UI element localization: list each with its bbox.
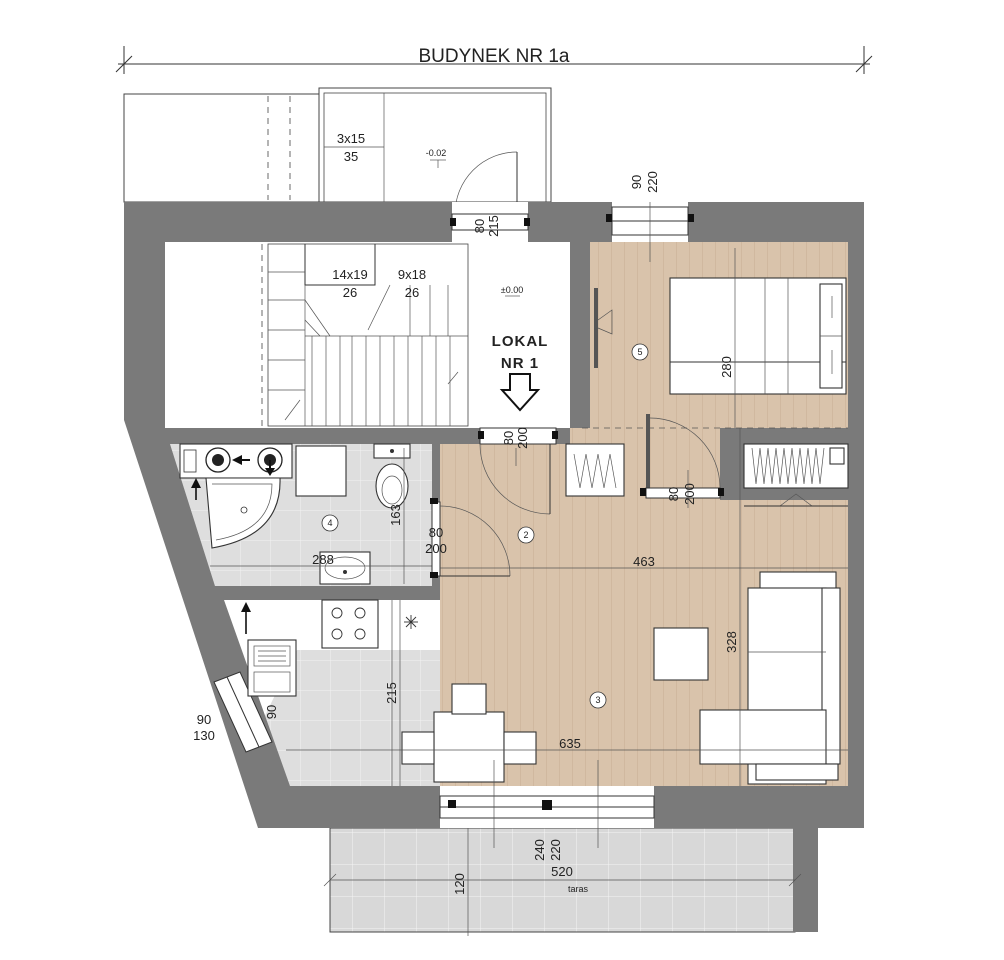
unit-door-height: 200 — [515, 427, 530, 449]
stair-treads — [268, 271, 459, 426]
building-dimension-line: BUDYNEK NR 1a — [115, 46, 873, 74]
entry-arrow-icon — [499, 373, 541, 412]
terrace-label: taras — [568, 884, 589, 894]
kitchen-window-width: 90 — [197, 712, 211, 727]
bedroom: 5 280 80 200 — [565, 248, 849, 508]
hall: 2 463 — [440, 448, 848, 569]
building-title: BUDYNEK NR 1a — [419, 46, 570, 67]
terrace-dims: 240 220 520 120 — [323, 828, 802, 936]
living-room: 3 328 635 — [286, 428, 848, 848]
flight1-steps: 14x19 — [332, 267, 367, 282]
entry-door-dims: 80 215 — [472, 215, 501, 237]
bedroom-depth: 280 — [719, 356, 734, 378]
bedroom-window-width: 90 — [629, 175, 644, 189]
outer-stair-steps: 3x15 — [337, 131, 365, 146]
flight2-count: 26 — [405, 285, 419, 300]
entry-door-width: 80 — [472, 219, 487, 233]
entry-door-height: 215 — [486, 215, 501, 237]
bathroom-width: 288 — [312, 552, 334, 567]
hall-number: 2 — [523, 530, 528, 540]
bedroom-window-dims: 90 220 — [629, 171, 660, 262]
staircase: 14x19 26 9x18 26 ±0.00 — [261, 243, 523, 427]
hall-width: 463 — [633, 554, 655, 569]
bathroom-door-width: 80 — [429, 525, 443, 540]
flight2-steps: 9x18 — [398, 267, 426, 282]
bathroom-number: 4 — [327, 518, 332, 528]
unit-door-width: 80 — [501, 431, 516, 445]
bedroom-window-height: 220 — [645, 171, 660, 193]
bedroom-door-width: 80 — [666, 487, 681, 501]
bedroom-door-height: 200 — [682, 483, 697, 505]
bathroom-depth: 163 — [388, 504, 403, 526]
living-number: 3 — [595, 695, 600, 705]
unit-name-line2: NR 1 — [501, 355, 539, 372]
balcony-door-height: 220 — [548, 839, 563, 861]
outside-level: -0.02 — [426, 148, 447, 158]
kitchen: 215 90 90 130 — [193, 599, 418, 786]
bathroom-door-height: 200 — [425, 541, 447, 556]
unit-label: LOKAL NR 1 — [492, 333, 549, 412]
bathroom: 4 163 288 80 200 — [179, 443, 511, 585]
bedroom-number: 5 — [637, 347, 642, 357]
flight1-count: 26 — [343, 285, 357, 300]
terrace-width: 520 — [551, 864, 573, 879]
sink-label: 90 — [264, 705, 279, 719]
kitchen-depth: 215 — [384, 682, 399, 704]
balcony-door-width: 240 — [532, 839, 547, 861]
unit-name-line1: LOKAL — [492, 333, 549, 350]
ground-level: ±0.00 — [501, 285, 523, 295]
entrance-porch: 3x15 35 -0.02 — [123, 87, 552, 215]
living-depth: 328 — [724, 631, 739, 653]
kitchen-window-height: 130 — [193, 728, 215, 743]
living-width: 635 — [559, 736, 581, 751]
outer-stair-count: 35 — [344, 149, 358, 164]
unit-door: 80 200 — [478, 427, 558, 515]
light-fixture-icon — [404, 615, 418, 629]
terrace-depth: 120 — [452, 873, 467, 895]
